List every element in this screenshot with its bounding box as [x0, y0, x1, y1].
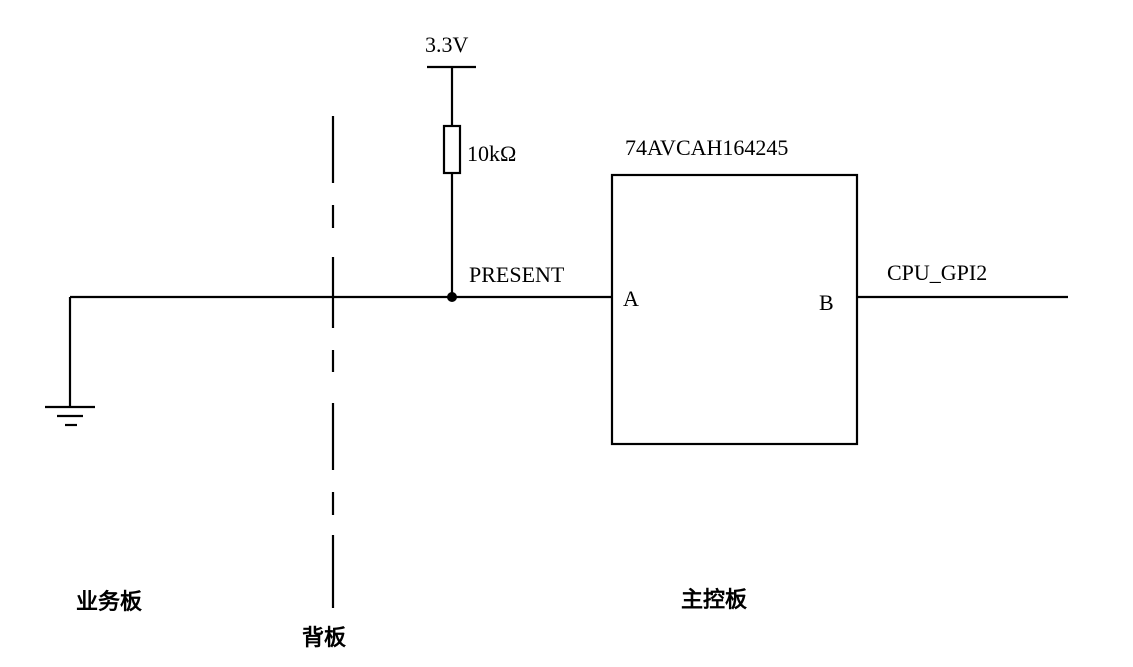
- main-control-board-label: 主控板: [681, 587, 748, 613]
- business-board-label: 业务板: [76, 590, 143, 615]
- net-label: PRESENT: [469, 262, 565, 287]
- pullup-resistor: [427, 65, 476, 297]
- pin-a-label: A: [623, 286, 639, 311]
- supply-label: 3.3V: [425, 32, 469, 57]
- resistor-label: 10kΩ: [467, 141, 516, 166]
- pin-b-label: B: [819, 290, 834, 315]
- backplane-label: 背板: [302, 626, 347, 651]
- ic-box: [610, 173, 859, 446]
- output-net-label: CPU_GPI2: [887, 260, 987, 285]
- ic-label: 74AVCAH164245: [625, 135, 788, 160]
- junction-dot: [447, 292, 457, 302]
- ground-symbol: [45, 297, 95, 427]
